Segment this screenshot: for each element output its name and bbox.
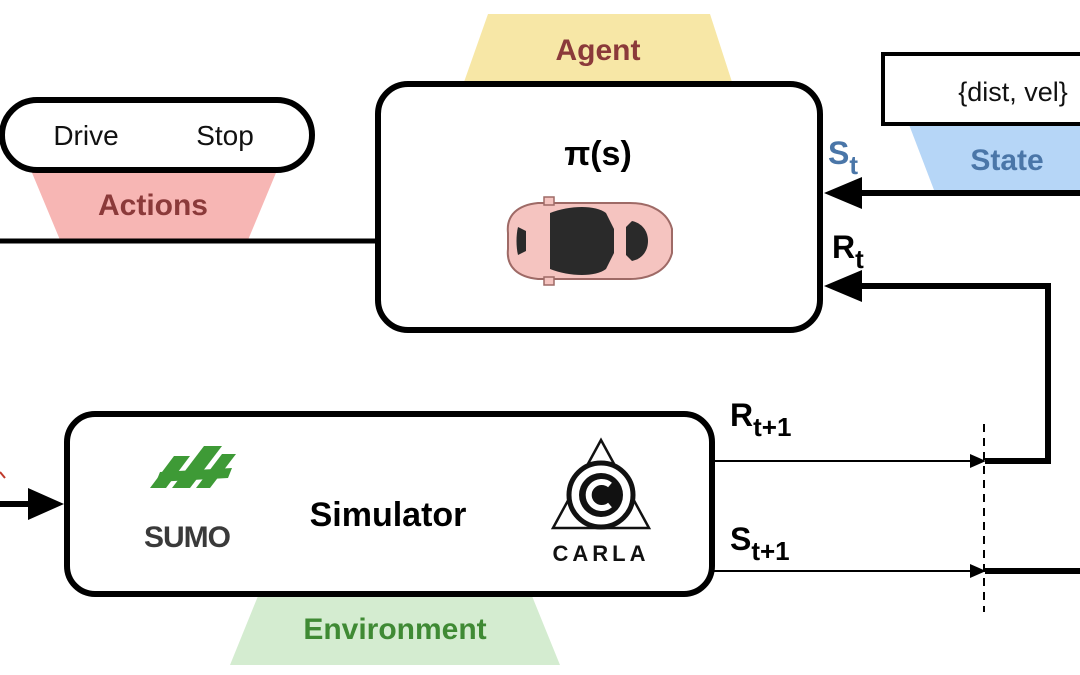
policy-label: π(s) bbox=[564, 135, 632, 173]
reward-input-arrow bbox=[824, 270, 1051, 464]
state-value-rect bbox=[881, 52, 1080, 126]
simulator-box: Simulator SUMO CARLA bbox=[64, 411, 715, 597]
car-icon bbox=[506, 196, 673, 286]
s-next-label: St+1 bbox=[730, 521, 790, 566]
actions-tag: Actions bbox=[30, 168, 278, 240]
action-input-arrow bbox=[0, 488, 64, 520]
action-option-stop: Stop bbox=[196, 120, 254, 151]
s-t-label: St bbox=[828, 135, 858, 180]
state-input-arrow bbox=[824, 177, 1080, 209]
agent-tag: Agent bbox=[464, 14, 732, 82]
reward-next-arrow bbox=[712, 454, 986, 468]
left-edge-red-mark bbox=[0, 471, 6, 479]
simulator-label: Simulator bbox=[310, 496, 467, 534]
state-value: {dist, vel} bbox=[958, 77, 1068, 107]
actions-pill bbox=[0, 97, 315, 173]
carla-label: CARLA bbox=[553, 541, 650, 566]
environment-tag-label: Environment bbox=[303, 613, 486, 646]
r-next-label: Rt+1 bbox=[730, 397, 791, 442]
actions-tag-label: Actions bbox=[98, 189, 208, 222]
environment-tag: Environment bbox=[230, 596, 560, 665]
state-next-arrow bbox=[712, 564, 1080, 578]
state-tag-shape bbox=[908, 122, 1080, 190]
r-t-label: Rt bbox=[832, 229, 864, 274]
agent-box: π(s) bbox=[375, 81, 823, 333]
carla-mark-icon bbox=[550, 437, 652, 530]
carla-logo: CARLA bbox=[550, 437, 652, 566]
sumo-label: SUMO bbox=[144, 521, 231, 554]
state-box: State {dist, vel} bbox=[881, 52, 1080, 190]
actions-box: Drive Stop bbox=[0, 97, 315, 173]
agent-tag-shape bbox=[464, 14, 732, 82]
sumo-logo: SUMO bbox=[144, 446, 236, 554]
agent-tag-label: Agent bbox=[556, 34, 641, 67]
environment-tag-shape bbox=[230, 596, 560, 665]
actions-tag-shape bbox=[30, 168, 278, 240]
sumo-mark-icon bbox=[150, 446, 236, 488]
state-tag-label: State bbox=[970, 144, 1043, 177]
action-option-drive: Drive bbox=[53, 120, 118, 151]
